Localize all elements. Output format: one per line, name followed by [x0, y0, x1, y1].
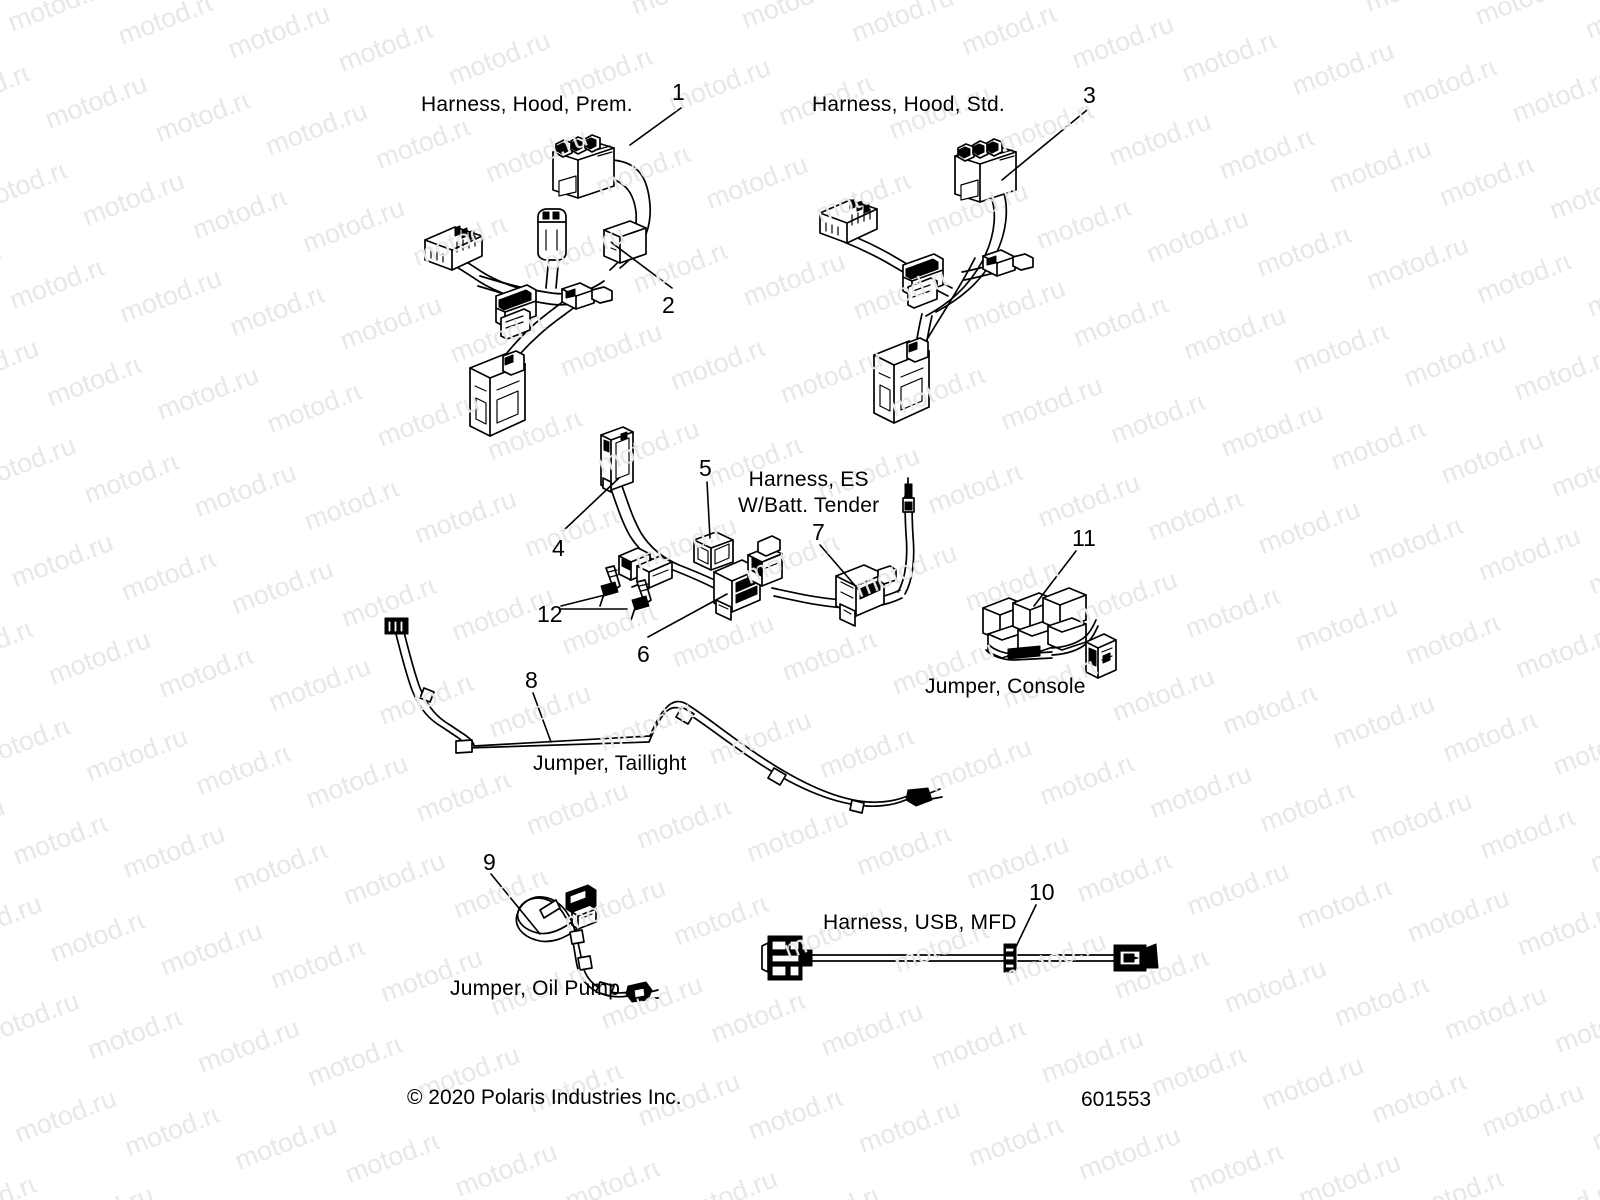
- caption-jumper-console: Jumper, Console: [925, 675, 1086, 698]
- callout-number-5: 5: [699, 455, 712, 481]
- callout-number-1: 1: [672, 79, 685, 105]
- callout-number-4: 4: [552, 535, 565, 561]
- callout-number-10: 10: [1029, 879, 1055, 905]
- drawing-number: 601553: [1081, 1088, 1152, 1111]
- callout-number-11: 11: [1072, 525, 1096, 551]
- caption-jumper-oil-pump: Jumper, Oil Pump: [450, 977, 621, 1000]
- callout-number-12: 12: [537, 601, 563, 627]
- caption-harness-usb-mfd: Harness, USB, MFD: [823, 911, 1017, 934]
- copyright-notice: © 2020 Polaris Industries Inc.: [407, 1086, 682, 1109]
- callout-number-7: 7: [812, 519, 825, 545]
- caption-harness-hood-std: Harness, Hood, Std.: [812, 93, 1005, 116]
- callout-number-3: 3: [1083, 82, 1096, 108]
- callout-number-2: 2: [662, 292, 675, 318]
- caption-harness-es-batt-tender: Harness, ES W/Batt. Tender: [738, 468, 880, 517]
- callout-number-9: 9: [483, 849, 496, 875]
- callout-number-6: 6: [637, 641, 650, 667]
- callout-number-8: 8: [525, 667, 538, 693]
- caption-jumper-taillight: Jumper, Taillight: [533, 752, 687, 775]
- caption-harness-hood-prem: Harness, Hood, Prem.: [421, 93, 633, 116]
